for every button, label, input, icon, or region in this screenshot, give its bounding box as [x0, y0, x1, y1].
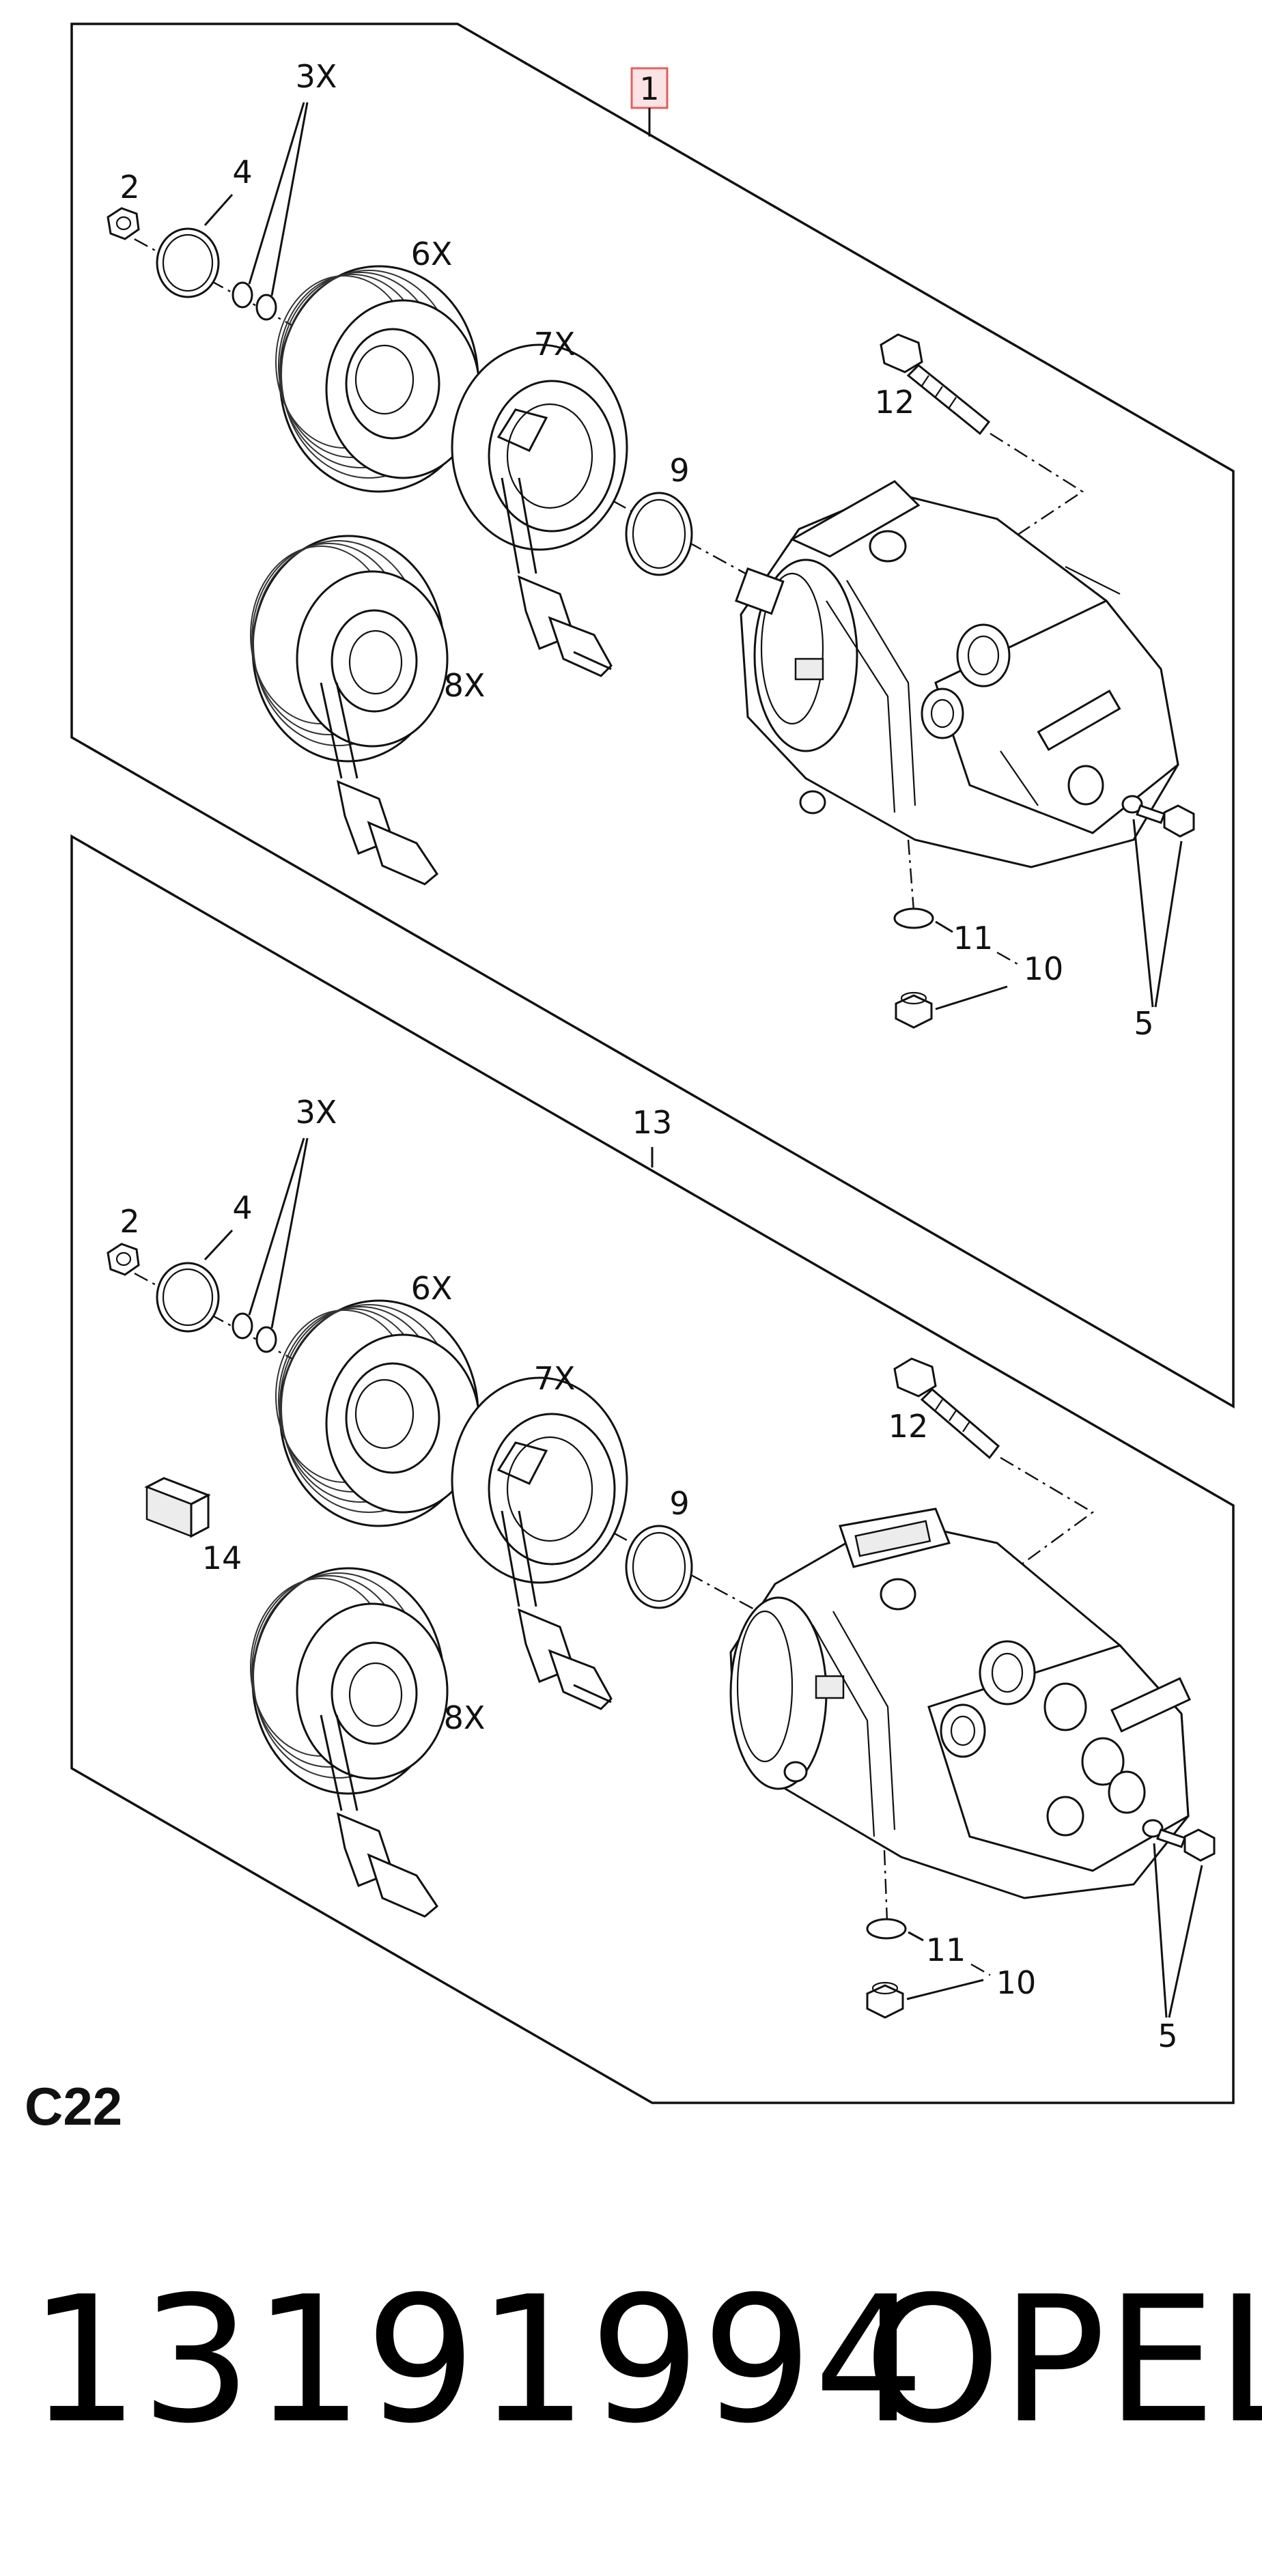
- upper-group: 1 2 4 3X: [70, 23, 1235, 1409]
- o-ring-11-lower: [866, 1918, 907, 1940]
- nut-2: [107, 207, 140, 240]
- callout-10: 10: [1024, 950, 1064, 987]
- callout-7x-lower: 7X: [534, 1360, 576, 1397]
- callout-10-lower: 10: [996, 1964, 1037, 2001]
- callout-6x: 6X: [411, 236, 453, 272]
- lower-group: 13 2 4 3X 6X: [70, 834, 1235, 2104]
- nut-2-lower: [107, 1243, 140, 1276]
- compressor-body-lower: [729, 1508, 1192, 1899]
- bolt-12-lower: [893, 1357, 1000, 1460]
- snap-ring-4: [156, 227, 220, 298]
- snap-ring-9-lower: [625, 1525, 693, 1609]
- nut-10: [895, 991, 933, 1029]
- callout-9-lower: 9: [669, 1485, 689, 1522]
- callout-7x: 7X: [534, 326, 576, 363]
- pulley-6x-lower: [275, 1299, 481, 1527]
- part-14: [144, 1477, 211, 1538]
- bolt-5: [1121, 795, 1195, 838]
- bolt-5-lower: [1142, 1819, 1216, 1862]
- bolt-12: [880, 333, 991, 436]
- upper-frame: [70, 23, 1235, 1409]
- clutch-coil-7x: [451, 343, 628, 677]
- o-ring-11: [893, 907, 934, 929]
- page-code: C22: [25, 2076, 123, 2136]
- callout-11: 11: [953, 920, 994, 957]
- callout-4-lower: 4: [232, 1189, 252, 1226]
- callout-3x-lower: 3X: [296, 1094, 337, 1131]
- part-number: 13191994: [29, 2259, 926, 2462]
- callout-14: 14: [202, 1540, 242, 1576]
- pulley-6x: [275, 265, 481, 493]
- callout-4: 4: [232, 154, 252, 190]
- callout-8x: 8X: [444, 667, 486, 704]
- compressor-body: [735, 480, 1179, 868]
- nut-10-lower: [866, 1981, 904, 2019]
- callout-12-lower: 12: [888, 1408, 929, 1445]
- lower-frame: [70, 834, 1235, 2104]
- callout-11-lower: 11: [926, 1931, 966, 1968]
- snap-ring-9: [625, 492, 693, 576]
- callout-13: 13: [632, 1104, 673, 1141]
- callout-3x: 3X: [296, 58, 337, 95]
- callout-12: 12: [875, 384, 915, 421]
- pulley-assembly-8x-lower: [250, 1567, 449, 1918]
- callout-2-lower: 2: [120, 1203, 139, 1240]
- callout-9: 9: [669, 452, 689, 489]
- pulley-assembly-8x: [250, 535, 449, 886]
- snap-ring-4-lower: [156, 1262, 220, 1333]
- callout-6x-lower: 6X: [411, 1270, 453, 1307]
- callout-2: 2: [120, 169, 139, 206]
- callout-5: 5: [1134, 1005, 1153, 1042]
- clutch-coil-7x-lower: [451, 1376, 628, 1710]
- brand-name: OPEL: [864, 2259, 1262, 2462]
- callout-8x-lower: 8X: [444, 1699, 486, 1736]
- callout-5-lower: 5: [1158, 2018, 1177, 2054]
- callout-1: 1: [639, 70, 659, 107]
